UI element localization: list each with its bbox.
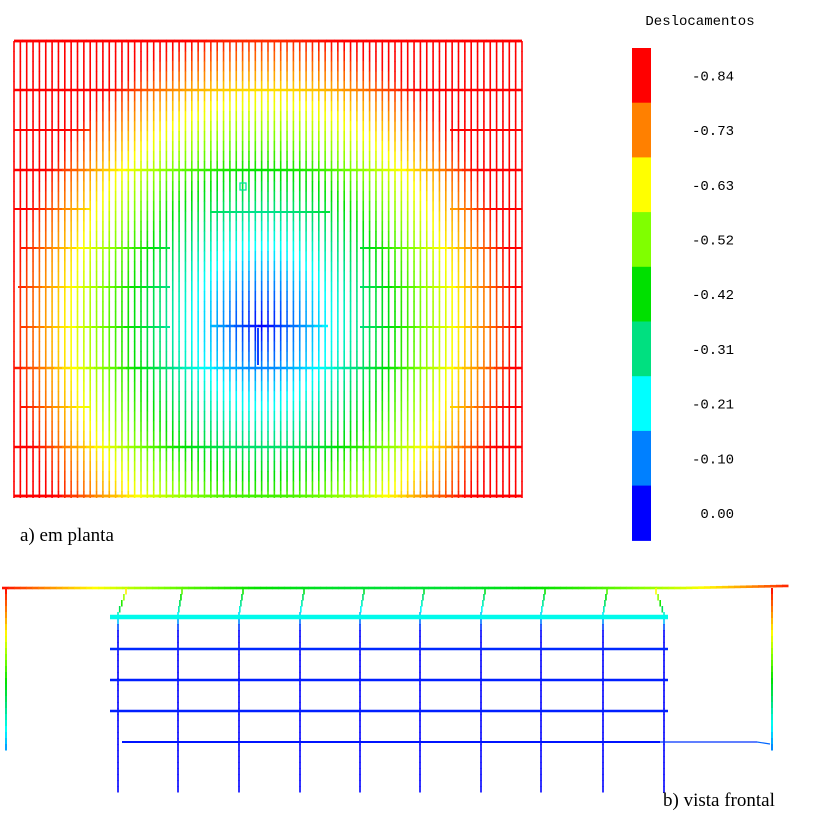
legend-swatch — [632, 157, 651, 213]
legend-swatch — [632, 485, 651, 541]
front-view — [2, 584, 789, 793]
front-floor-beam — [756, 741, 771, 745]
legend-label: -0.42 — [692, 288, 734, 304]
legend-label: -0.21 — [692, 398, 734, 414]
plan-view — [13, 39, 523, 498]
legend-label: -0.31 — [692, 343, 734, 359]
legend-label: -0.84 — [692, 69, 734, 85]
plan-column-marker — [239, 182, 247, 191]
legend-swatch — [632, 102, 651, 158]
legend-swatch — [632, 48, 651, 104]
plan-caption: a) em planta — [20, 525, 114, 546]
legend-label: -0.63 — [692, 179, 734, 195]
legend-swatch — [632, 430, 651, 487]
front-caption: b) vista frontal — [663, 790, 775, 811]
legend-title: Deslocamentos — [645, 14, 754, 30]
legend-label: 0.00 — [700, 507, 734, 523]
displacement-legend: Deslocamentos -0.84 -0.73 -0.63 -0.52 -0.42 -… — [632, 14, 755, 541]
legend-swatch — [632, 266, 651, 323]
legend-swatch — [632, 321, 651, 377]
legend-label: -0.10 — [692, 452, 734, 468]
legend-swatch — [632, 212, 651, 268]
legend-label: -0.73 — [692, 124, 734, 140]
legend-label: -0.52 — [692, 233, 734, 249]
legend-swatch — [632, 376, 651, 432]
